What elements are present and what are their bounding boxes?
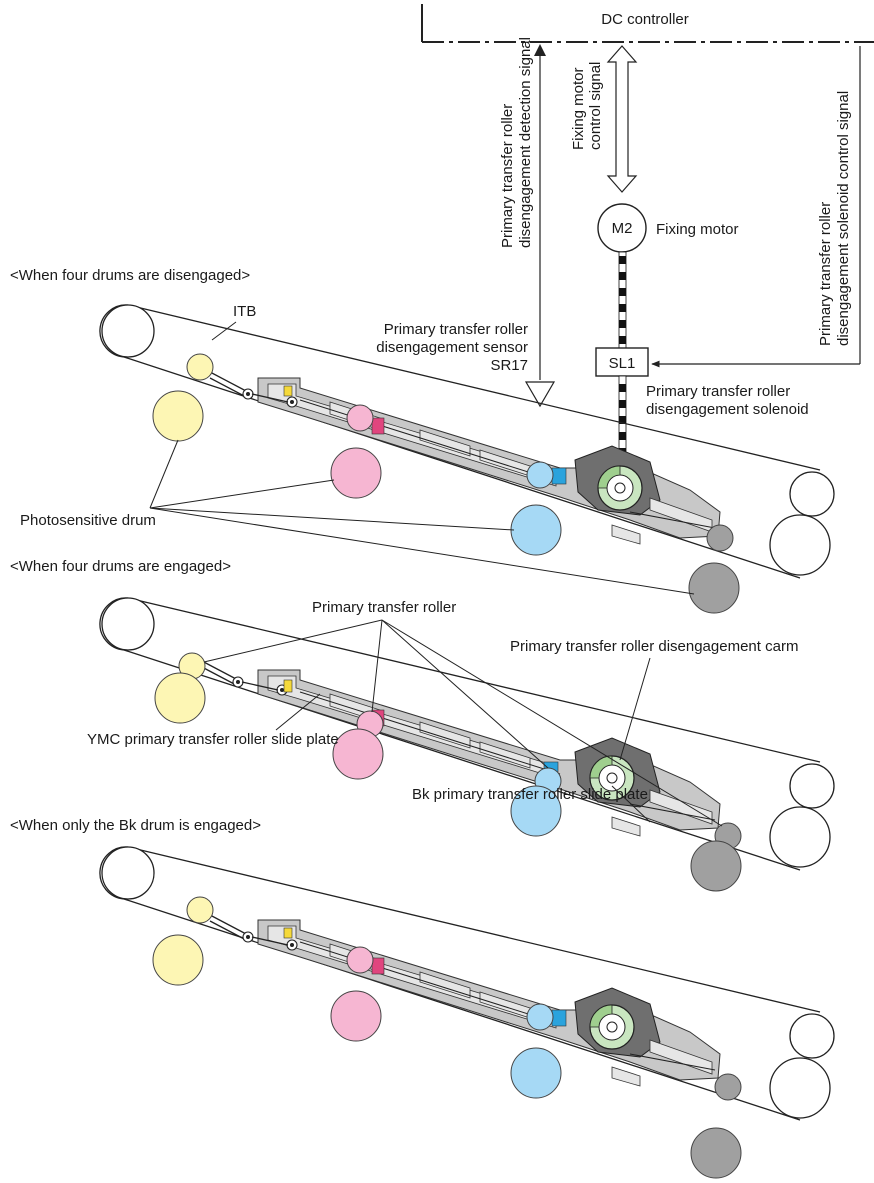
bk-slide-plate-label: Bk primary transfer roller slide plate	[412, 786, 648, 803]
belt-roller-right-bottom-2	[769, 806, 831, 868]
transfer-roller-k-3	[714, 1073, 742, 1101]
transfer-roller-c-1	[526, 461, 554, 489]
belt-roller-right-top-1	[789, 471, 835, 517]
photosensitive-drum-leaders	[149, 439, 695, 595]
transfer-roller-y-1	[186, 353, 214, 381]
drum-k-2	[690, 840, 742, 892]
itb-label: ITB	[233, 303, 256, 320]
belt-roller-left-1	[101, 304, 155, 358]
transfer-roller-m-3	[346, 946, 374, 974]
cyan-part-3	[551, 1009, 567, 1027]
sensor-label-2: disengagement sensor	[376, 339, 528, 356]
state-disengaged-title: <When four drums are disengaged>	[10, 267, 250, 284]
transfer-roller-y-3	[186, 896, 214, 924]
belt-roller-left-2	[101, 597, 155, 651]
solenoid-name-2: disengagement solenoid	[646, 401, 809, 418]
detection-signal-label-1: Primary transfer roller	[499, 104, 516, 248]
yellow-part-1	[283, 385, 293, 397]
solenoid-sl1-box	[595, 347, 649, 377]
belt-roller-right-bottom-1	[769, 514, 831, 576]
detection-signal-label-2: disengagement detection signal	[517, 37, 534, 248]
primary-transfer-roller-label: Primary transfer roller	[312, 599, 456, 616]
motor-name: Fixing motor	[656, 221, 739, 238]
state-engaged-title: <When four drums are engaged>	[10, 558, 231, 575]
solenoid-signal-label-2: disengagement solenoid control signal	[835, 91, 852, 346]
belt-roller-right-top-3	[789, 1013, 835, 1059]
drum-y-3	[152, 934, 204, 986]
drum-c-2	[510, 785, 562, 837]
yellow-part-2	[283, 679, 293, 693]
solenoid-name-1: Primary transfer roller	[646, 383, 790, 400]
belt-roller-right-bottom-3	[769, 1057, 831, 1119]
magenta-part-3	[371, 957, 385, 975]
ymc-slide-plate-leader	[275, 693, 321, 731]
sensor-tag: SR17	[490, 357, 528, 374]
sensor-sr17-icon	[524, 381, 556, 408]
drum-m-3	[330, 990, 382, 1042]
bk-slide-plate-leader	[611, 785, 651, 823]
slide-mechanism-2	[257, 669, 721, 837]
magenta-part-1	[371, 417, 385, 435]
drum-m-2	[332, 728, 384, 780]
motor-signal-double-arrow	[606, 45, 638, 193]
photosensitive-drum-label: Photosensitive drum	[20, 512, 156, 529]
slide-mechanism-3	[257, 919, 721, 1087]
sensor-label-1: Primary transfer roller	[384, 321, 528, 338]
drum-c-3	[510, 1047, 562, 1099]
solenoid-signal-label-1: Primary transfer roller	[817, 202, 834, 346]
motor-tag: M2	[612, 220, 633, 237]
state-bk-only-title: <When only the Bk drum is engaged>	[10, 817, 261, 834]
motor-signal-label-1: Fixing motor	[570, 67, 587, 150]
drum-k-1	[688, 562, 740, 614]
ymc-slide-plate-label: YMC primary transfer roller slide plate	[87, 731, 339, 748]
drum-m-1	[330, 447, 382, 499]
drum-c-1	[510, 504, 562, 556]
dc-controller-label: DC controller	[601, 11, 689, 28]
detection-signal-arrowhead	[534, 44, 546, 56]
itb-leader	[211, 321, 237, 341]
drum-y-2	[154, 672, 206, 724]
itb-belt-3	[99, 846, 821, 1121]
motor-drive-chain	[618, 251, 627, 349]
solenoid-tag: SL1	[609, 355, 636, 372]
transfer-roller-m-1	[346, 404, 374, 432]
belt-roller-right-top-2	[789, 763, 835, 809]
motor-signal-label-2: control signal	[587, 62, 604, 150]
itb-belt-1	[99, 304, 821, 579]
cam-label: Primary transfer roller disengagement ca…	[510, 638, 798, 655]
cam-1-icon	[597, 465, 643, 511]
cam-leader	[619, 657, 651, 761]
transfer-roller-c-3	[526, 1003, 554, 1031]
solenoid-plunger	[618, 375, 627, 457]
drum-y-1	[152, 390, 204, 442]
primary-transfer-roller-leaders	[203, 619, 723, 827]
drum-k-3	[690, 1127, 742, 1179]
cam-3-icon	[589, 1004, 635, 1050]
belt-roller-left-3	[101, 846, 155, 900]
transfer-roller-k-1	[706, 524, 734, 552]
yellow-part-3	[283, 927, 293, 939]
cyan-part-1	[551, 467, 567, 485]
